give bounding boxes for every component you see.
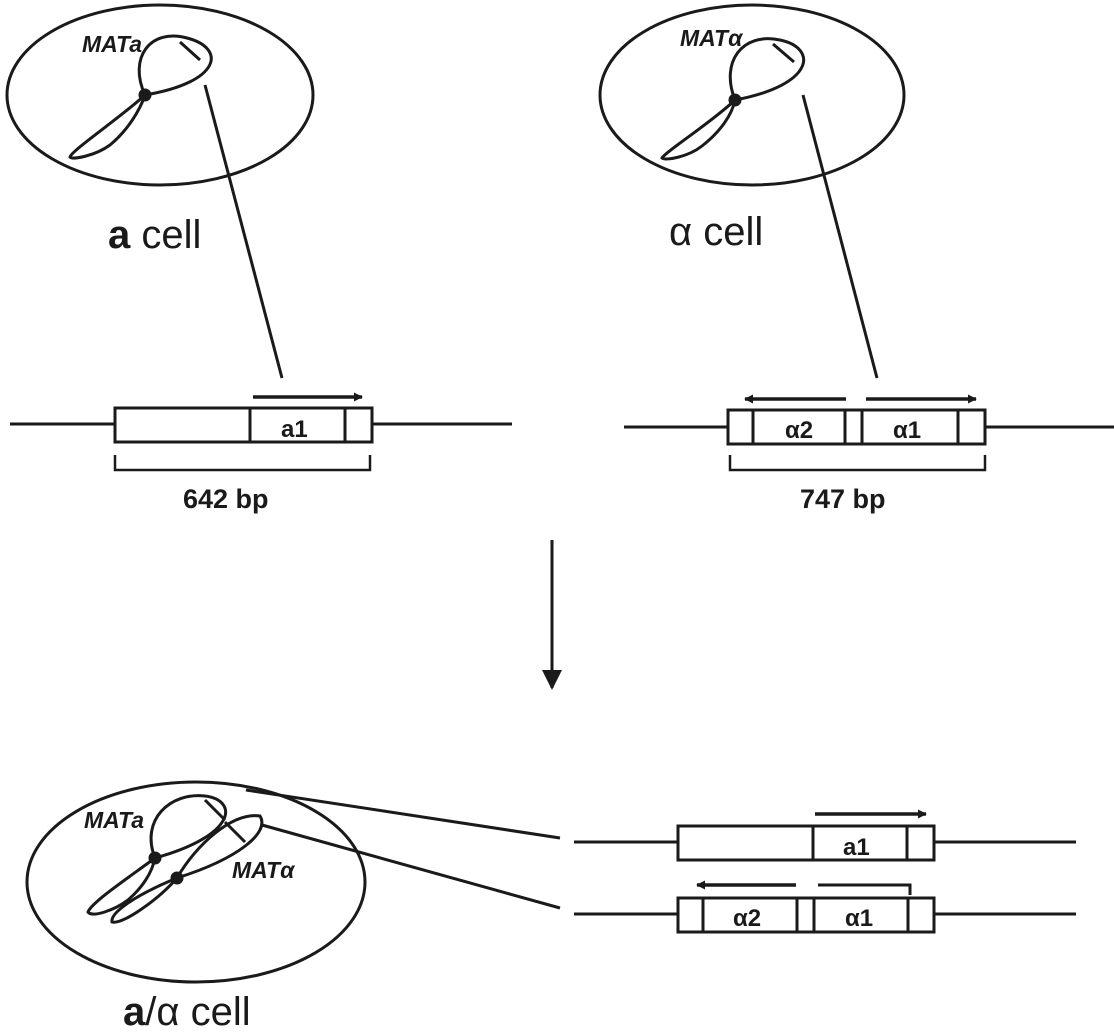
- alpha-cell-chromosome-icon: [662, 39, 804, 159]
- diploid-alpha1-gene-label: α1: [845, 905, 873, 932]
- alpha-locus-size: 747 bp: [800, 484, 886, 514]
- alpha-cell-locus-label: MATα: [680, 25, 744, 51]
- alpha-cell-zoom-line: [803, 95, 877, 378]
- diploid-zoom-line-alpha: [262, 825, 560, 908]
- a-cell-zoom-line: [205, 85, 282, 378]
- diploid-alpha2-gene-label: α2: [733, 905, 761, 932]
- a-cell-membrane: [7, 5, 313, 185]
- alpha-locus-size-bracket: [730, 455, 985, 470]
- diploid-locus-label-a: MATa: [84, 807, 144, 833]
- alpha2-gene-label: α2: [785, 417, 813, 444]
- a-locus-box: [115, 408, 372, 442]
- diploid-locus-label-alpha: MATα: [232, 857, 296, 883]
- a-locus-size: 642 bp: [183, 484, 269, 514]
- a1-gene-label: a1: [281, 416, 308, 443]
- alpha-locus-box: [728, 410, 985, 444]
- diploid-cell-label: a/α cell: [123, 990, 251, 1034]
- a-locus-size-bracket: [115, 455, 370, 470]
- diploid-cell-membrane: [27, 782, 365, 982]
- a-cell-group: MATa a cell a1 642 bp: [7, 5, 512, 514]
- diploid-alpha-locus-box: [678, 898, 934, 932]
- diploid-cell-group: MATa MATα a/α cell a1 α2 α1: [27, 782, 1076, 1034]
- alpha-cell-group: MATα α cell α2 α1 747 bp: [600, 5, 1114, 514]
- a-cell-locus-label: MATa: [82, 31, 142, 57]
- diploid-a1-gene-label: a1: [843, 834, 870, 861]
- diploid-alpha1-repressed-transcript: [818, 885, 910, 895]
- diploid-zoom-line-a: [246, 790, 560, 838]
- alpha-cell-label: α cell: [669, 210, 763, 254]
- diploid-a-locus-box: [678, 826, 934, 860]
- alpha1-gene-label: α1: [893, 417, 921, 444]
- a-cell-label: a cell: [108, 213, 201, 257]
